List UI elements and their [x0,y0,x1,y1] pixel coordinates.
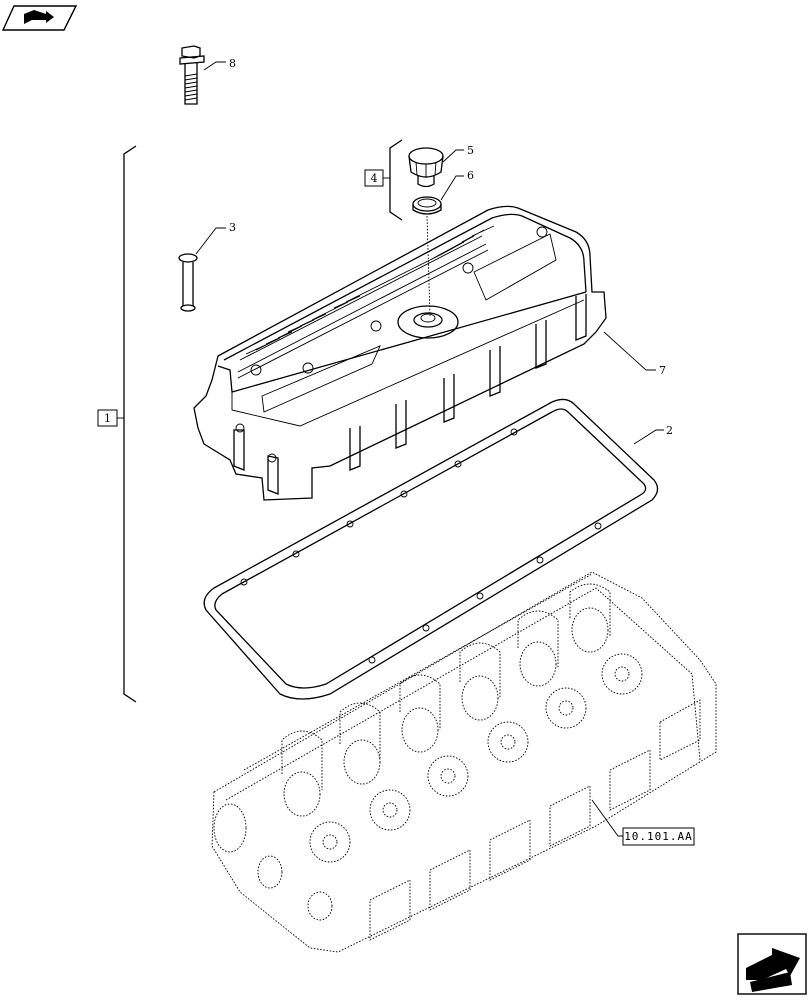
callout-spacer-label: 3 [229,221,236,234]
back-arrow-button[interactable] [1,5,78,31]
back-arrow-icon [24,10,54,24]
callout-spacer[interactable]: 3 [229,221,236,234]
callout-kit[interactable]: 1 [97,409,118,427]
callout-screw-label: 8 [229,57,236,70]
valve-cover-part [193,205,656,501]
callout-oil-cap-label: 5 [467,144,474,157]
callout-seal-ring-label: 6 [467,169,474,182]
next-page-arrow-icon [746,948,800,992]
callout-cover[interactable]: 7 [659,364,666,377]
cylinder-head-ref-label: 10.101.AA [624,830,693,843]
kit-bracket [117,145,137,703]
cylinder-head-reference-part [211,571,717,953]
callout-kit-label: 1 [104,412,111,425]
seal-ring-part [412,175,464,317]
callout-oil-cap-group[interactable]: 4 [364,169,384,187]
callout-seal-ring[interactable]: 6 [467,169,474,182]
callout-oil-cap[interactable]: 5 [467,144,474,157]
oil-cap-part [408,147,464,188]
next-page-button[interactable] [737,933,807,995]
screw-part [179,45,226,105]
gasket-part [203,398,664,700]
callout-screw[interactable]: 8 [229,57,236,70]
callout-cylinder-head-ref[interactable]: 10.101.AA [622,827,695,846]
callout-gasket[interactable]: 2 [666,424,673,437]
spacer-part [178,227,226,312]
callout-oil-cap-group-label: 4 [371,172,378,185]
callout-cover-label: 7 [659,364,666,377]
callout-gasket-label: 2 [666,424,673,437]
oil-cap-group-bracket [383,139,403,221]
